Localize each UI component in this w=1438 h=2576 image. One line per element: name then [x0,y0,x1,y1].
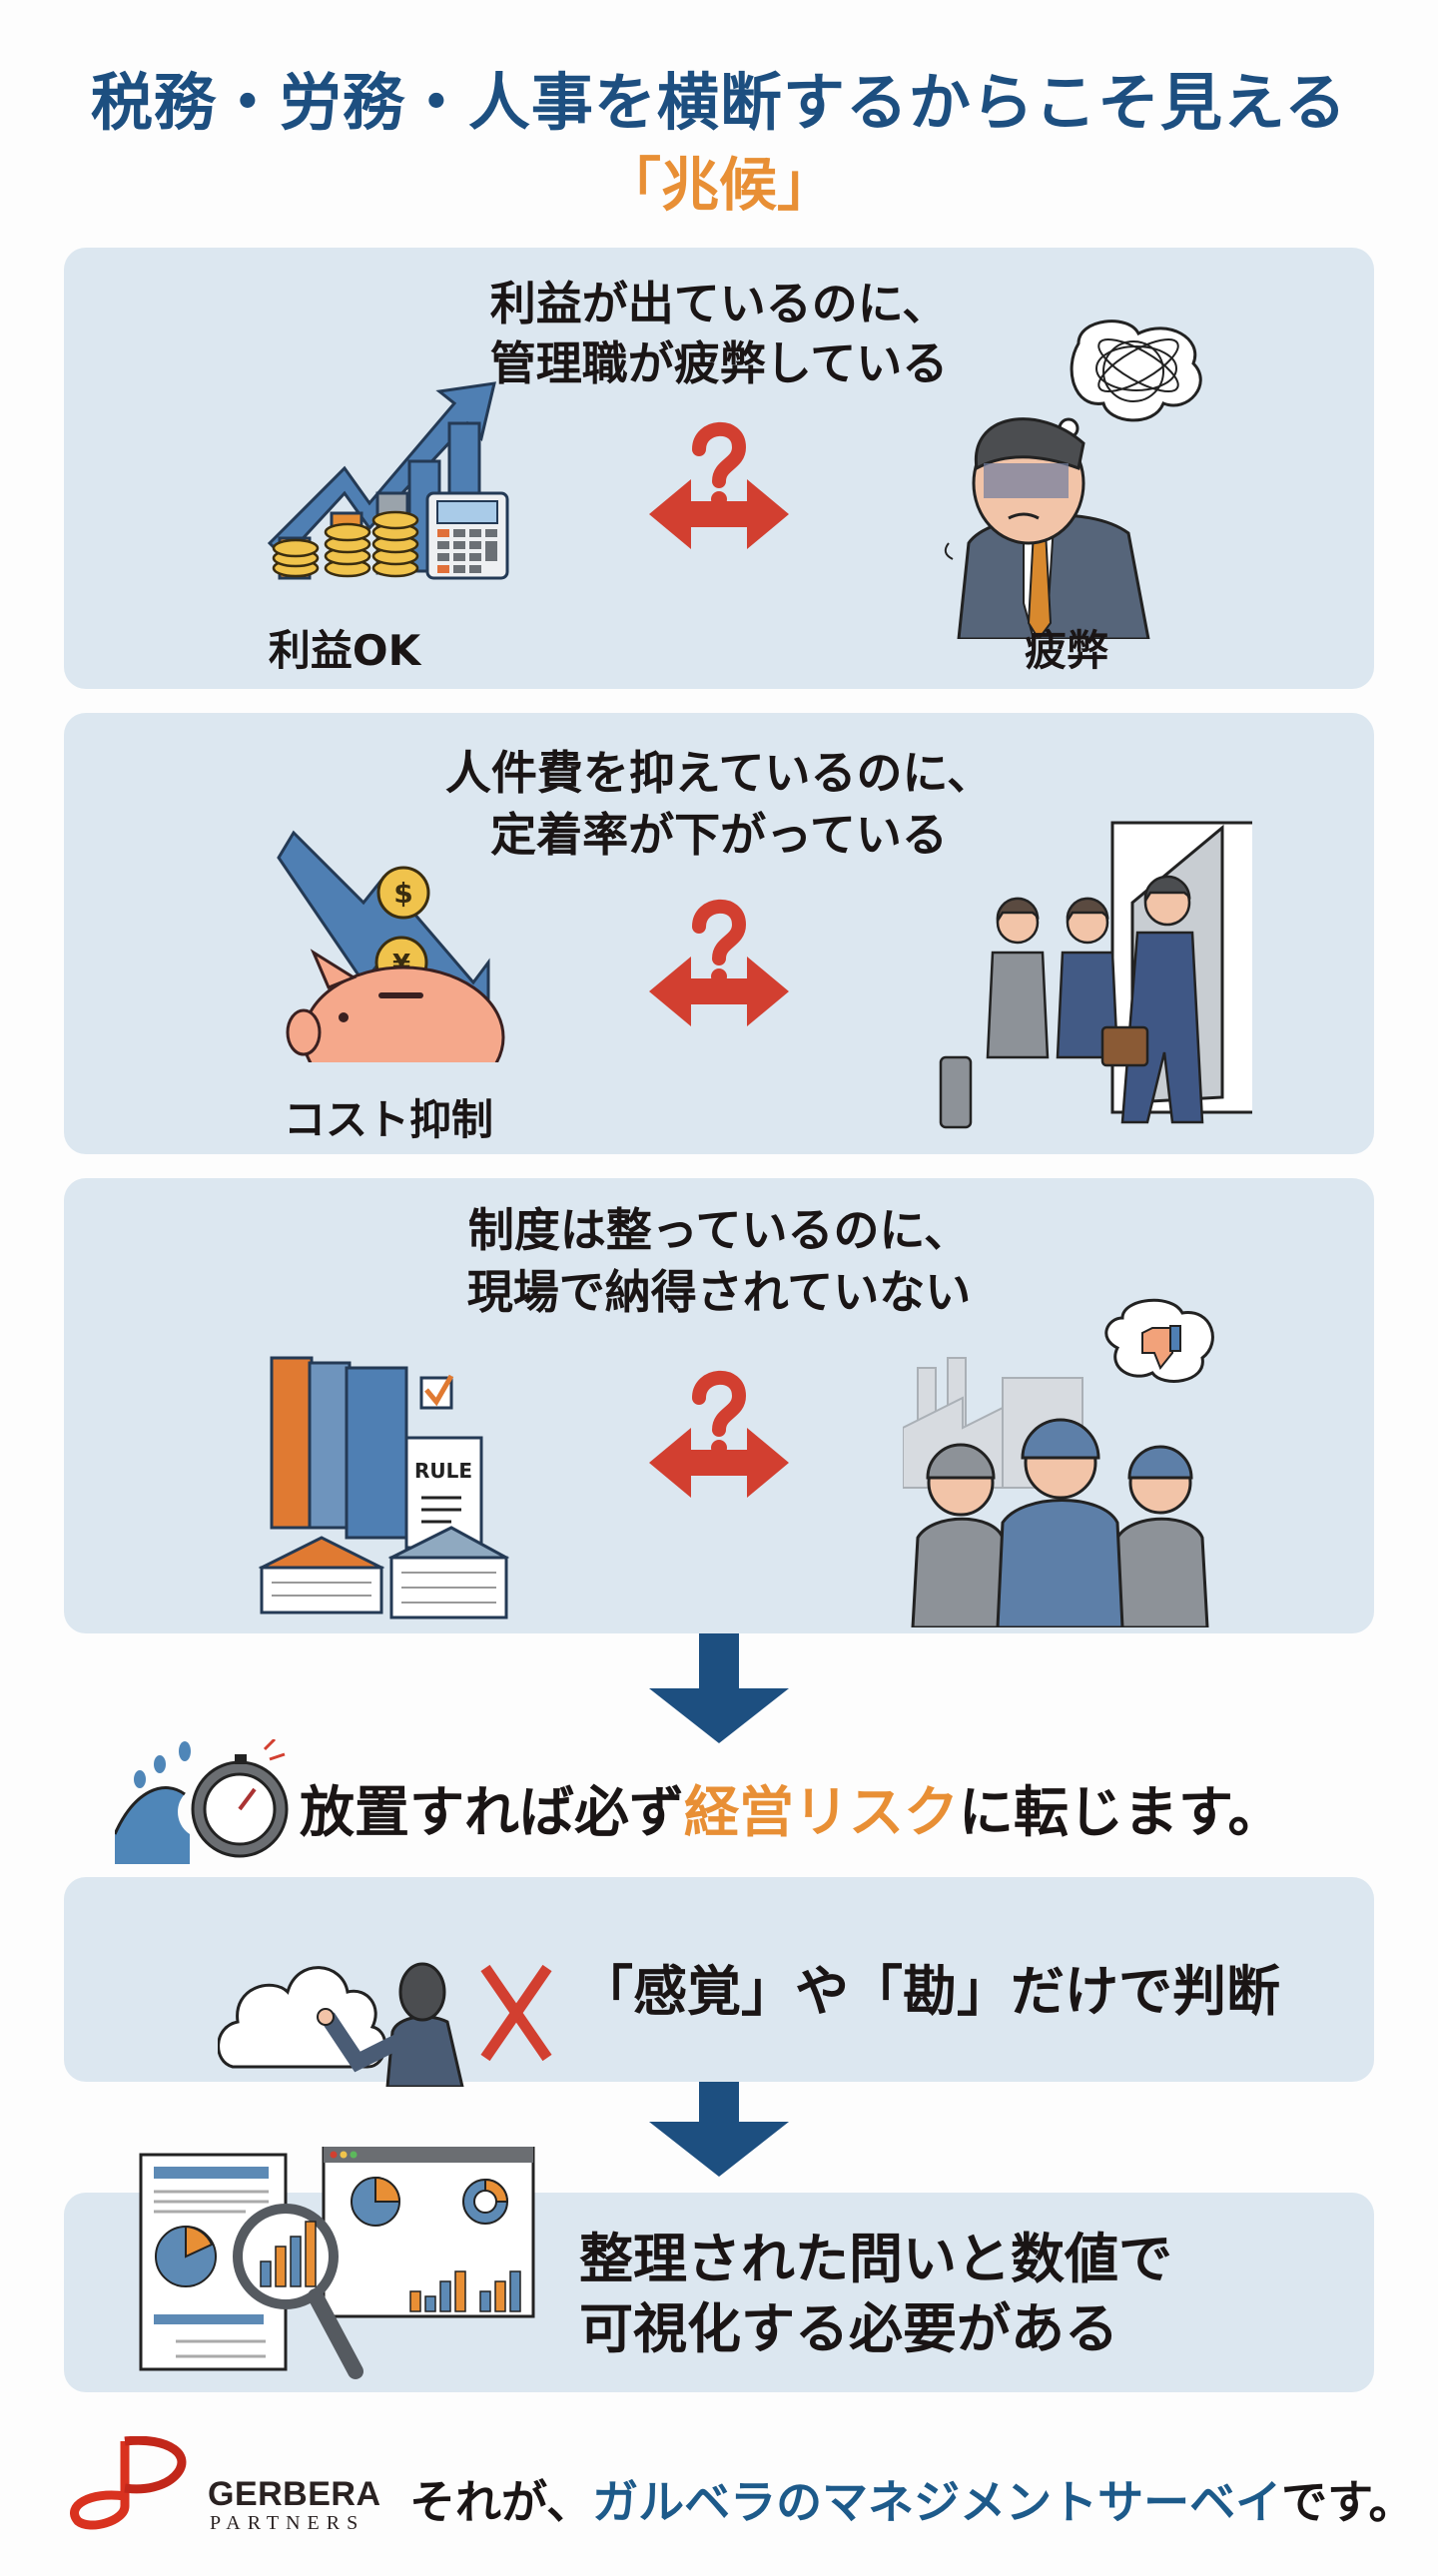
question-double-arrow-icon [649,421,789,549]
symptom-card-cost: 人件費を抑えているのに、 定着率が下がっている $ ¥ コスト抑制 [64,713,1374,1154]
risk-highlight: 経営リスク [684,1780,960,1844]
exhausted-manager-icon [944,320,1202,639]
time-bomb-wave-icon [115,1739,289,1864]
dissatisfied-workers-icon [903,1298,1214,1627]
card-heading-line2: 現場で納得されていない [466,1265,972,1319]
footer-highlight: ガルベラのマネジメントサーベイ [592,2475,1282,2529]
rule-badge: RULE [414,1459,472,1483]
card-heading-line1: 人件費を抑えているのに、 [444,746,994,800]
cloud-pointing-man-icon [218,1962,464,2087]
judgement-text: 「感覚」や「勘」だけで判断 [579,1960,1280,2023]
logo-wordmark: GERBERA [208,2475,381,2513]
footer-suffix: です。 [1281,2475,1415,2529]
employees-leaving-icon [939,821,1252,1129]
right-label: 疲弊 [1024,626,1108,675]
question-double-arrow-icon [649,1370,789,1498]
visualize-text: 整理された問いと数値で 可視化する必要がある [579,2225,1172,2364]
visualize-line2: 可視化する必要がある [579,2297,1118,2360]
visualize-line1: 整理された問いと数値で [579,2228,1172,2290]
footer-tagline: それが、ガルベラのマネジメントサーベイです。 [409,2466,1415,2532]
logo-subtitle: PARTNERS [210,2512,365,2534]
card-heading-line1: 制度は整っているのに、 [467,1203,971,1257]
left-label: 利益OK [268,626,421,675]
page-title: 税務・労務・人事を横断するからこそ見える [90,66,1348,139]
cross-icon [480,1964,552,2062]
risk-statement: 放置すれば必ず経営リスクに転じます。 [300,1767,1283,1847]
profit-chart-icon [267,381,509,580]
svg-text:$: $ [393,877,412,910]
card-heading-line2: 定着率が下がっている [490,808,948,862]
down-arrow-icon [649,1633,789,1743]
card-heading-line1: 利益が出ているのに、 [489,277,949,330]
question-double-arrow-icon [649,899,789,1026]
piggy-bank-icon: $ ¥ [277,830,505,1062]
risk-suffix: に転じます。 [959,1780,1283,1844]
dashboard-magnifier-icon [139,2147,535,2379]
risk-prefix: 放置すれば必ず [300,1780,685,1844]
page-subtitle: 「兆候」 [602,151,835,219]
symptom-card-profit: 利益が出ているのに、 管理職が疲弊している 利益OK [64,248,1374,689]
gerbera-logo-icon [70,2436,187,2530]
card-heading-line2: 管理職が疲弊している [489,336,949,390]
footer-prefix: それが、 [409,2475,593,2529]
rulebooks-icon: RULE [258,1356,510,1619]
symptom-card-system: 制度は整っているのに、 現場で納得されていない RULE [64,1178,1374,1633]
left-label: コスト抑制 [283,1095,493,1144]
down-arrow-icon [649,2082,789,2177]
